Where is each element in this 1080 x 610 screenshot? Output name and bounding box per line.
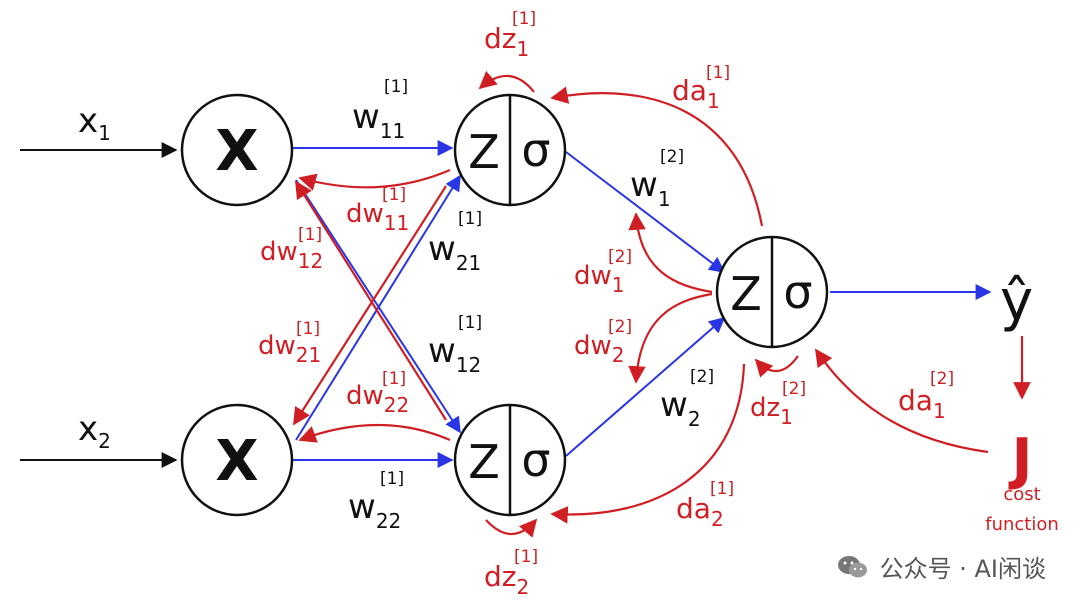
svg-text:[2]: [2] — [782, 379, 806, 399]
svg-text:[1]: [1] — [710, 479, 734, 499]
watermark: 公众号 · AI闲谈 — [836, 549, 1046, 584]
svg-text:dz1: dz1 — [750, 393, 793, 429]
watermark-text: 公众号 · AI闲谈 — [879, 555, 1046, 583]
cost-label-line1: cost — [1003, 484, 1040, 505]
hidden-neuron-2: Z σ — [453, 403, 567, 517]
svg-text:[1]: [1] — [382, 185, 406, 205]
grad-label-dw21-1: [1] dw21 — [258, 319, 321, 367]
grad-arrow-dw11 — [298, 168, 451, 191]
svg-text:[2]: [2] — [608, 317, 632, 337]
edge-z1-out — [565, 151, 726, 273]
svg-text:[1]: [1] — [382, 369, 406, 389]
svg-text:[1]: [1] — [458, 313, 482, 333]
sigma-symbol: σ — [521, 123, 550, 177]
hidden-neuron-1: Z σ — [453, 93, 567, 207]
svg-text:w1: w1 — [630, 165, 671, 211]
svg-text:[1]: [1] — [514, 547, 538, 567]
svg-text:[1]: [1] — [706, 63, 730, 83]
grad-arrow-da1-1 — [550, 86, 764, 227]
svg-text:w11: w11 — [352, 97, 405, 143]
grad-label-dz1-1: [1] dz1 — [484, 9, 536, 61]
svg-text:[2]: [2] — [690, 367, 714, 387]
svg-text:dw11: dw11 — [346, 199, 409, 235]
svg-text:dw22: dw22 — [346, 381, 409, 417]
cost-label-line2: function — [985, 514, 1059, 535]
grad-arrow-dz2-1 — [485, 518, 538, 538]
svg-text:[1]: [1] — [296, 319, 320, 339]
svg-text:dz1: dz1 — [484, 22, 529, 61]
input-label-x1: x1 — [78, 101, 111, 145]
input-label-x2: x2 — [78, 409, 111, 453]
grad-arrow-dz1-2 — [754, 355, 799, 378]
edge-z2-out — [565, 316, 726, 457]
cost-symbol-J: J — [1008, 427, 1033, 492]
weight-label-w11: [1] w11 — [352, 77, 408, 143]
weight-label-w1-2: [2] w1 — [630, 147, 684, 211]
grad-arrow-da2-1 — [550, 363, 746, 524]
grad-label-da1-1: [1] da1 — [672, 63, 730, 113]
grad-arrow-dw21 — [293, 185, 447, 426]
weight-label-w2-2: [2] w2 — [660, 367, 714, 431]
svg-text:da1: da1 — [898, 384, 946, 423]
z-symbol: Z — [730, 267, 762, 321]
svg-text:[1]: [1] — [380, 469, 404, 489]
grad-label-dw2-2: [2] dw2 — [574, 317, 632, 367]
wechat-icon — [836, 553, 870, 581]
svg-text:dw2: dw2 — [574, 331, 625, 367]
svg-text:dz2: dz2 — [484, 560, 529, 599]
grad-arrow-dw2-2 — [628, 292, 713, 384]
svg-text:[1]: [1] — [298, 225, 322, 245]
grad-arrow-dw22 — [298, 423, 451, 443]
svg-text:da2: da2 — [676, 492, 724, 531]
svg-text:w22: w22 — [348, 487, 401, 533]
svg-text:dw12: dw12 — [260, 237, 323, 273]
sigma-symbol: σ — [783, 265, 812, 319]
svg-text:dw21: dw21 — [258, 331, 321, 367]
grad-label-da2-1: [1] da2 — [676, 479, 734, 531]
svg-text:w2: w2 — [660, 385, 701, 431]
grad-label-dw11-1: [1] dw11 — [346, 185, 409, 235]
output-neuron: Z σ — [715, 235, 829, 349]
sigma-symbol: σ — [521, 433, 550, 487]
svg-text:[1]: [1] — [384, 77, 408, 97]
z-symbol: Z — [468, 435, 500, 489]
edge-x1-z2 — [295, 179, 461, 434]
svg-text:w12: w12 — [428, 331, 481, 377]
svg-text:[1]: [1] — [458, 209, 482, 229]
svg-text:da1: da1 — [672, 74, 720, 113]
grad-label-dz2-1: [1] dz2 — [484, 547, 538, 599]
grad-arrow-da1-2 — [815, 348, 989, 454]
weight-label-w21: [1] w21 — [428, 209, 482, 275]
grad-label-dw1-2: [2] dw1 — [574, 247, 632, 297]
edge-x2-z1 — [295, 174, 461, 441]
weight-label-w12: [1] w12 — [428, 313, 482, 377]
grad-label-dw22-1: [1] dw22 — [346, 369, 409, 417]
grad-label-dw12-1: [1] dw12 — [260, 225, 323, 273]
grad-arrow-dw1-2 — [628, 212, 713, 294]
output-yhat: ŷ — [1000, 269, 1033, 334]
svg-text:[1]: [1] — [512, 9, 536, 29]
multiply-symbol: X — [215, 119, 258, 184]
svg-text:[2]: [2] — [608, 247, 632, 267]
svg-text:w21: w21 — [428, 229, 481, 275]
grad-arrow-dz1-1 — [478, 70, 535, 93]
svg-text:[2]: [2] — [660, 147, 684, 167]
weight-label-w22: [1] w22 — [348, 469, 404, 533]
z-symbol: Z — [468, 125, 500, 179]
grad-arrow-dw12 — [295, 180, 447, 421]
grad-label-dz1-2: [2] dz1 — [750, 379, 806, 429]
svg-text:[2]: [2] — [930, 369, 954, 389]
input-node-x1: X — [180, 93, 294, 207]
input-node-x2: X — [180, 403, 294, 517]
svg-text:dw1: dw1 — [574, 261, 625, 297]
multiply-symbol: X — [215, 429, 258, 494]
grad-label-da1-2: [2] da1 — [898, 369, 954, 423]
